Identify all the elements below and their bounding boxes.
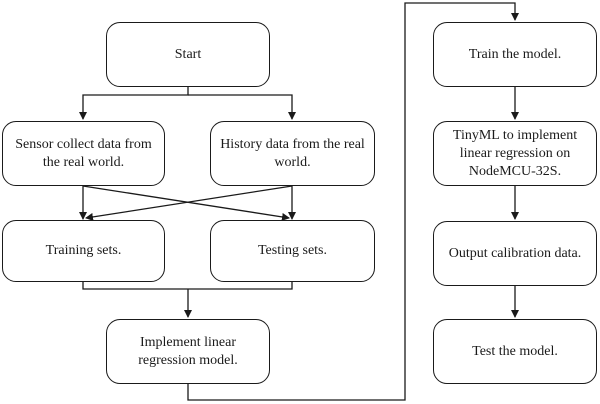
arrow-start-to-history xyxy=(188,94,296,120)
start-node: Start xyxy=(106,22,270,87)
start-label: Start xyxy=(174,46,202,62)
tinyml-label: TinyML to implement linear regression on… xyxy=(452,127,578,179)
test-model-node: Test the model. xyxy=(433,319,597,384)
sensor-data-node: Sensor collect data from the real world. xyxy=(2,121,165,186)
testing-sets-node: Testing sets. xyxy=(210,220,375,282)
arrow-history-to-training xyxy=(85,185,293,221)
sensor-data-label: Sensor collect data from the real world. xyxy=(15,136,152,170)
implement-model-node: Implement linear regression model. xyxy=(106,319,270,384)
train-model-node: Train the model. xyxy=(433,22,597,87)
history-data-node: History data from the real world. xyxy=(210,121,375,186)
training-sets-label: Training sets. xyxy=(45,243,122,258)
testing-sets-label: Testing sets. xyxy=(257,243,327,258)
train-model-label: Train the model. xyxy=(468,46,562,62)
output-calibration-node: Output calibration data. xyxy=(433,221,597,286)
test-model-label: Test the model. xyxy=(472,343,558,359)
arrow-start-to-sensor xyxy=(79,87,189,120)
output-calibration-label: Output calibration data. xyxy=(448,245,582,261)
arrow-implement-to-train xyxy=(187,2,519,401)
tinyml-node: TinyML to implement linear regression on… xyxy=(433,121,597,186)
history-data-label: History data from the real world. xyxy=(220,136,365,170)
implement-model-label: Implement linear regression model. xyxy=(138,334,238,368)
training-sets-node: Training sets. xyxy=(2,220,165,282)
